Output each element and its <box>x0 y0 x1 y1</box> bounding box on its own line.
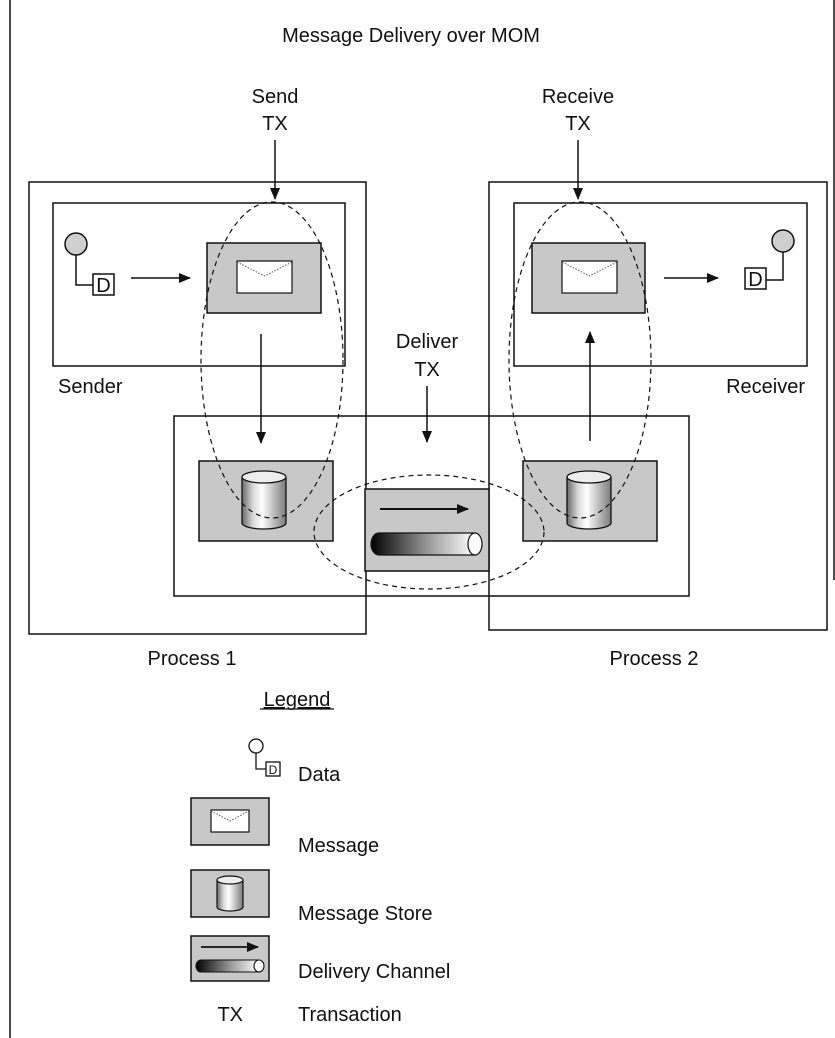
deliver-tx-label-line2: TX <box>414 359 440 381</box>
legend-transaction-key: TX <box>217 1004 243 1026</box>
sender-data-glyph: D <box>96 275 110 297</box>
receiver-data-icon: D <box>744 229 795 291</box>
legend-data-label: Data <box>298 764 341 786</box>
delivery-channel-icon <box>364 488 490 572</box>
legend-message-store-label: Message Store <box>298 903 433 925</box>
process-1-label: Process 1 <box>148 648 237 670</box>
receive-tx-label-line2: TX <box>565 113 591 135</box>
receiver-box <box>513 202 808 367</box>
send-transaction-ellipse <box>200 201 344 519</box>
sender-box <box>52 202 346 367</box>
process-2-box <box>488 181 828 631</box>
receiver-message-store-icon <box>522 460 658 542</box>
process-2-label: Process 2 <box>610 648 699 670</box>
legend-message-icon <box>190 797 270 846</box>
sender-label: Sender <box>58 376 123 398</box>
sender-message-store-icon <box>198 460 334 542</box>
deliver-tx-label-line1: Deliver <box>396 331 459 353</box>
legend-message-store-icon <box>190 869 270 918</box>
legend-data-glyph: D <box>269 763 278 777</box>
legend: Legend D Data Message Message Store <box>190 689 450 1026</box>
sender-data-icon: D <box>64 232 115 297</box>
receiver-data-glyph: D <box>748 269 762 291</box>
legend-message-label: Message <box>298 835 379 857</box>
send-tx-label-line1: Send <box>252 86 299 108</box>
legend-data-icon: D <box>248 738 281 777</box>
legend-transaction-label: Transaction <box>298 1004 402 1026</box>
legend-delivery-channel-label: Delivery Channel <box>298 961 450 983</box>
sender-message-icon <box>206 242 322 314</box>
mom-box <box>173 415 690 597</box>
legend-heading: Legend <box>264 689 331 711</box>
diagram-title: Message Delivery over MOM <box>282 25 540 47</box>
deliver-transaction-ellipse <box>313 474 545 590</box>
send-tx-label-line2: TX <box>262 113 288 135</box>
receiver-label: Receiver <box>726 376 805 398</box>
receive-tx-label-line1: Receive <box>542 86 614 108</box>
receiver-message-icon <box>531 242 646 314</box>
legend-delivery-channel-icon <box>190 935 270 982</box>
receive-transaction-ellipse <box>508 201 652 519</box>
process-1-box <box>28 181 367 635</box>
